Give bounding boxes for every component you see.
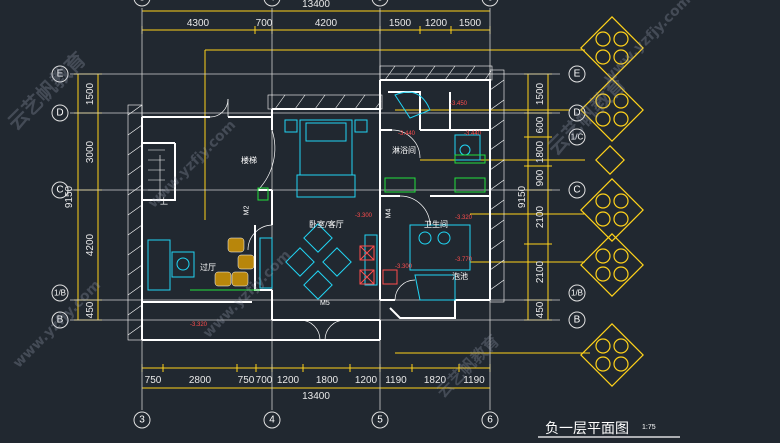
elev-4: -3.300 [355, 213, 373, 219]
dim-right-5: 2100 [535, 205, 546, 229]
dim-left-total: 9150 [64, 185, 75, 209]
axis-top-6: 6 [487, 0, 493, 4]
red-markers [359, 245, 398, 285]
chairs [214, 237, 255, 287]
room-living: 卧室/客厅 [309, 220, 344, 229]
wall-hatching [127, 65, 505, 341]
dim-right-total: 9150 [517, 185, 528, 209]
axis-right-D: D [573, 107, 581, 119]
stair [148, 149, 165, 200]
elev-2: -3.440 [398, 131, 416, 137]
dim-bottom-7: 1200 [354, 375, 378, 386]
dim-bottom-4: 700 [255, 375, 273, 386]
elev-8: -3.320 [190, 322, 208, 328]
axis-top-5: 5 [377, 0, 383, 4]
section-symbols [580, 16, 644, 387]
room-bath: 卫生间 [424, 220, 448, 229]
axis-right-B: B [573, 314, 581, 326]
door-m4: M4 [385, 208, 393, 219]
dim-top-5: 1200 [424, 18, 448, 29]
elev-6: -3.300 [395, 264, 413, 270]
axis-right-C: C [573, 184, 581, 196]
axis-bottom-3: 3 [139, 414, 145, 426]
dim-left-2: 3000 [85, 140, 96, 164]
walls [141, 79, 491, 341]
drawing-title: 负一层平面图 [545, 421, 629, 437]
room-hall: 过厅 [200, 263, 216, 272]
drawing-scale: 1:75 [642, 424, 656, 431]
axis-left-E: E [56, 68, 64, 80]
dim-right-1: 1500 [535, 82, 546, 106]
room-stair: 楼梯 [241, 156, 257, 165]
door-m2: M2 [243, 205, 251, 216]
axis-bubbles [51, 0, 586, 429]
dim-right-2: 600 [535, 116, 546, 134]
dim-left-3: 4200 [85, 233, 96, 257]
dim-top-total: 13400 [302, 0, 330, 10]
green-fixtures [190, 154, 486, 291]
room-up: 上 [160, 197, 168, 206]
axis-bottom-5: 5 [377, 414, 383, 426]
dim-bottom-6: 1800 [315, 375, 339, 386]
dim-bottom-1: 750 [144, 375, 162, 386]
axis-top-4: 4 [269, 0, 275, 4]
door-swings [209, 98, 431, 341]
axis-top-3: 3 [139, 0, 145, 4]
axis-bottom-4: 4 [269, 414, 275, 426]
dim-bottom-2: 2800 [188, 375, 212, 386]
elev-5: -3.320 [455, 215, 473, 221]
dim-right-7: 450 [535, 301, 546, 319]
room-shower: 淋浴间 [392, 146, 416, 155]
dim-bottom-3: 750 [237, 375, 255, 386]
dim-bottom-9: 1820 [423, 375, 447, 386]
dim-left-1: 1500 [85, 82, 96, 106]
dim-bottom-8: 1190 [385, 375, 407, 386]
axis-left-1B: 1/B [53, 288, 67, 298]
axis-right-E: E [573, 68, 581, 80]
axis-left-C: C [56, 184, 64, 196]
dim-top-6: 1500 [458, 18, 482, 29]
axis-left-B: B [56, 314, 64, 326]
dim-bottom-total: 13400 [302, 391, 330, 402]
room-pool: 泡池 [452, 272, 468, 281]
axis-left-D: D [56, 107, 64, 119]
dim-top-4: 1500 [388, 18, 412, 29]
dim-bottom-10: 1190 [463, 375, 485, 386]
elev-1: -3.450 [450, 101, 468, 107]
axis-right-1B: 1/B [570, 288, 584, 298]
axis-right-1C: 1/C [570, 132, 584, 142]
door-m5: M5 [320, 300, 330, 307]
elev-7: -3.770 [455, 257, 473, 263]
dim-top-3: 4200 [314, 18, 338, 29]
dim-right-4: 900 [535, 169, 546, 187]
furniture [147, 91, 481, 301]
elev-3: -3.440 [464, 131, 482, 137]
dim-bottom-5: 1200 [276, 375, 300, 386]
dim-right-6: 2100 [535, 260, 546, 284]
axis-bottom-6: 6 [487, 414, 493, 426]
dim-top-2: 700 [255, 18, 273, 29]
dim-top-1: 4300 [186, 18, 210, 29]
